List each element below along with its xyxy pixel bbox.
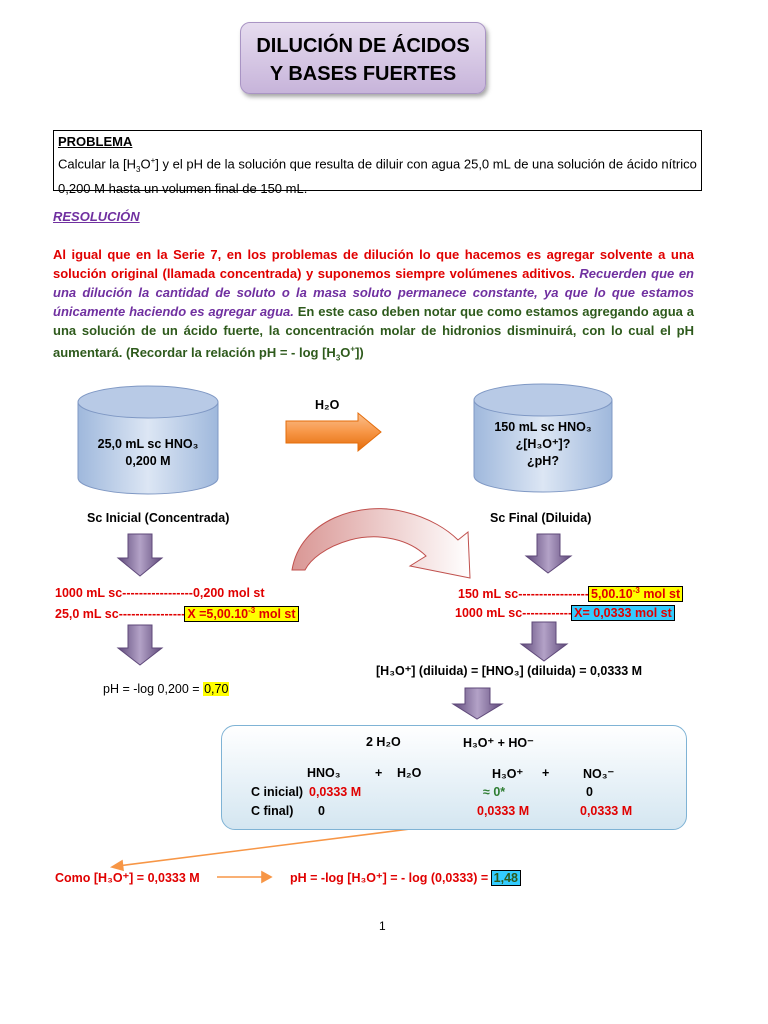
initial-nitrate: 0 [586, 785, 593, 799]
curved-arrow [291, 508, 471, 579]
right-calc-line-1: 150 mL sc-----------------5,00.10-3 mol … [458, 586, 684, 603]
title-box: DILUCIÓN DE ÁCIDOS Y BASES FUERTES [240, 22, 486, 94]
initial-solution-label: Sc Inicial (Concentrada) [87, 511, 230, 525]
problem-box: PROBLEMA Calcular la [H3O+] y el pH de l… [53, 130, 702, 196]
down-arrow-right-2 [519, 621, 569, 662]
problem-heading: PROBLEMA [58, 134, 133, 149]
initial-hydronium: ≈ 0* [483, 785, 506, 799]
left-calc-line-1: 1000 mL sc-----------------0,200 mol st [55, 586, 265, 600]
title-line-1: DILUCIÓN DE ÁCIDOS [256, 35, 470, 57]
product-hydronium: H₃O⁺ [492, 767, 524, 781]
reactant-water: H₂O [397, 766, 422, 780]
product-nitrate: NO₃⁻ [583, 767, 615, 781]
pointer-arrow-horizontal [217, 870, 273, 884]
problem-text: Calcular la [H3O+] y el pH de la solució… [58, 156, 697, 196]
diluted-concentration: [H₃O⁺] (diluida) = [HNO₃] (diluida) = 0,… [376, 664, 643, 678]
reactant-hno3: HNO₃ [307, 766, 341, 780]
para-green: En este caso deben notar que como estamo… [53, 304, 694, 363]
water-label: H₂O [315, 398, 340, 412]
initial-hno3: 0,0333 M [309, 785, 362, 799]
resolution-heading: RESOLUCIÓN [53, 209, 140, 224]
initial-cylinder [77, 385, 219, 495]
conclusion-como: Como [H₃O⁺] = 0,0333 M [55, 871, 200, 885]
down-arrow-left-2 [116, 624, 164, 666]
down-arrow-center [451, 687, 504, 720]
left-calc-line-2: 25,0 mL sc----------------X =5,00.10-3 m… [55, 606, 299, 623]
left-ph-result: pH = -log 0,200 = 0,70 [103, 682, 230, 696]
right-calc-line-2: 1000 mL sc------------X= 0,0333 mol st [455, 605, 675, 621]
final-solution-label: Sc Final (Diluida) [490, 511, 592, 525]
down-arrow-right-1 [524, 533, 573, 574]
down-arrow-left-1 [116, 533, 164, 577]
final-hydronium: 0,0333 M [477, 804, 530, 818]
equilibrium-box [221, 725, 687, 830]
dilution-arrow [285, 411, 382, 453]
conclusion-ph: pH = -log [H₃O⁺] = - log (0,0333) = 1,48 [290, 870, 522, 886]
autoionization-right: H₃O⁺ + HO⁻ [463, 736, 534, 750]
page-number: 1 [379, 919, 386, 933]
plus-2: + [542, 766, 550, 780]
para-red: Al igual que en la Serie 7, en los probl… [53, 247, 694, 281]
plus-1: + [375, 766, 383, 780]
final-hno3: 0 [318, 804, 325, 818]
initial-cylinder-text: 25,0 mL sc HNO₃ 0,200 M [97, 437, 199, 468]
intro-paragraph: Al igual que en la Serie 7, en los probl… [53, 245, 694, 368]
title-line-2: Y BASES FUERTES [269, 63, 457, 85]
final-nitrate: 0,0333 M [580, 804, 633, 818]
final-cylinder-text: 150 mL sc HNO₃ ¿[H₃O⁺]? ¿pH? [494, 420, 592, 468]
initial-row-label: C inicial) [251, 785, 304, 799]
para-purple: Recuerden que en una dilución la cantida… [53, 266, 694, 319]
autoionization-left: 2 H₂O [366, 735, 401, 749]
final-cylinder [473, 383, 613, 493]
final-row-label: C final) [251, 804, 294, 818]
